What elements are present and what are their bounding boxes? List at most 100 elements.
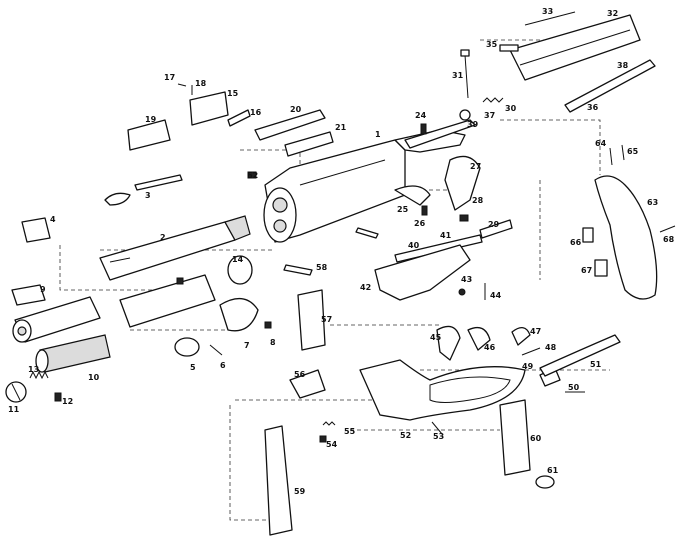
label-66: 66 bbox=[570, 238, 582, 247]
part-22-shape bbox=[247, 171, 257, 179]
part-8-a-shape bbox=[176, 277, 184, 285]
label-8: 8 bbox=[270, 338, 276, 347]
part-6-shape bbox=[209, 344, 223, 356]
label-3: 3 bbox=[145, 191, 151, 200]
label-50: 50 bbox=[568, 383, 580, 392]
label-51: 51 bbox=[590, 360, 602, 369]
part-36-shape bbox=[564, 59, 656, 113]
label-18: 18 bbox=[195, 79, 207, 88]
label-47: 47 bbox=[530, 327, 541, 336]
part-55-spring bbox=[322, 421, 336, 426]
part-19-shape bbox=[127, 119, 171, 151]
part-5-shape bbox=[174, 337, 200, 357]
part-48-shape bbox=[521, 347, 541, 356]
part-33-shape bbox=[524, 11, 576, 26]
carrier-part bbox=[297, 289, 326, 351]
label-29: 29 bbox=[488, 220, 500, 229]
label-20: 20 bbox=[290, 105, 302, 114]
label-12: 12 bbox=[62, 397, 73, 406]
label-36: 36 bbox=[587, 103, 599, 112]
part-47-shape bbox=[511, 327, 531, 346]
label-25: 25 bbox=[397, 205, 409, 214]
part-14-shape bbox=[227, 255, 253, 285]
part-23-shape bbox=[355, 227, 379, 239]
label-24: 24 bbox=[415, 111, 427, 120]
label-37: 37 bbox=[484, 111, 495, 120]
label-38: 38 bbox=[617, 61, 629, 70]
label-57: 57 bbox=[321, 315, 332, 324]
label-35: 35 bbox=[486, 40, 498, 49]
part-37-shape bbox=[459, 109, 471, 121]
label-30: 30 bbox=[505, 104, 517, 113]
label-67: 67 bbox=[581, 266, 592, 275]
part-7-shape bbox=[219, 298, 259, 332]
part-25-shape bbox=[394, 185, 431, 206]
label-6: 6 bbox=[220, 361, 226, 370]
part-35-shape bbox=[499, 44, 519, 52]
label-21: 21 bbox=[335, 123, 347, 132]
label-27: 27 bbox=[470, 162, 481, 171]
label-11: 11 bbox=[8, 405, 20, 414]
part-53-shape bbox=[431, 421, 443, 435]
label-63: 63 bbox=[647, 198, 658, 207]
trigger-part bbox=[436, 325, 461, 361]
part-61-shape bbox=[535, 475, 555, 489]
lever-part bbox=[359, 359, 526, 421]
label-60: 60 bbox=[530, 434, 542, 443]
part-67-shape bbox=[594, 259, 608, 277]
label-13: 13 bbox=[28, 365, 39, 374]
forend-part bbox=[119, 274, 216, 328]
part-9-shape bbox=[11, 284, 46, 306]
part-66-shape bbox=[582, 227, 594, 243]
label-31: 31 bbox=[452, 71, 464, 80]
label-1: 1 bbox=[375, 130, 381, 139]
label-17: 17 bbox=[164, 73, 175, 82]
label-53: 53 bbox=[433, 432, 444, 441]
label-41: 41 bbox=[440, 231, 452, 240]
part-29-shape bbox=[479, 219, 513, 239]
part-54-shape bbox=[319, 435, 327, 443]
label-39: 39 bbox=[467, 120, 479, 129]
part-51-shape bbox=[539, 334, 621, 377]
label-46: 46 bbox=[484, 343, 496, 352]
label-65: 65 bbox=[627, 147, 639, 156]
label-33: 33 bbox=[542, 7, 553, 16]
part-64-shape bbox=[609, 147, 613, 166]
label-49: 49 bbox=[522, 362, 534, 371]
part-46-shape bbox=[467, 326, 491, 351]
part-60-shape bbox=[499, 399, 531, 476]
part-65-shape bbox=[621, 144, 625, 161]
label-42: 42 bbox=[360, 283, 371, 292]
part-38-spring bbox=[482, 97, 504, 103]
part-12-shape bbox=[54, 392, 62, 402]
label-45: 45 bbox=[430, 333, 442, 342]
part-20-shape bbox=[254, 109, 326, 141]
part-11-shape bbox=[5, 381, 27, 403]
label-43: 43 bbox=[461, 275, 472, 284]
part-56-shape bbox=[289, 369, 326, 399]
part-26-shape bbox=[421, 205, 428, 216]
magazine-tube-part bbox=[35, 334, 111, 373]
hammer-part bbox=[444, 155, 481, 211]
lower-tang-part bbox=[374, 244, 471, 301]
label-48: 48 bbox=[545, 343, 557, 352]
part-58-shape bbox=[283, 264, 313, 276]
label-55: 55 bbox=[344, 427, 356, 436]
label-26: 26 bbox=[414, 219, 426, 228]
label-68: 68 bbox=[663, 235, 675, 244]
part-3-shape bbox=[134, 174, 183, 191]
part-28-shape bbox=[459, 214, 469, 222]
part-21-shape bbox=[284, 131, 334, 157]
part-number-labels: 1 2 3 4 5 6 7 8 9 10 11 12 13 14 15 16 1… bbox=[8, 7, 675, 496]
label-10: 10 bbox=[88, 373, 100, 382]
label-15: 15 bbox=[227, 89, 239, 98]
label-52: 52 bbox=[400, 431, 411, 440]
label-44: 44 bbox=[490, 291, 502, 300]
label-4: 4 bbox=[50, 215, 56, 224]
label-2: 2 bbox=[160, 233, 166, 242]
label-58: 58 bbox=[316, 263, 328, 272]
part-39-shape bbox=[404, 119, 476, 149]
part-43-shape bbox=[458, 288, 466, 296]
